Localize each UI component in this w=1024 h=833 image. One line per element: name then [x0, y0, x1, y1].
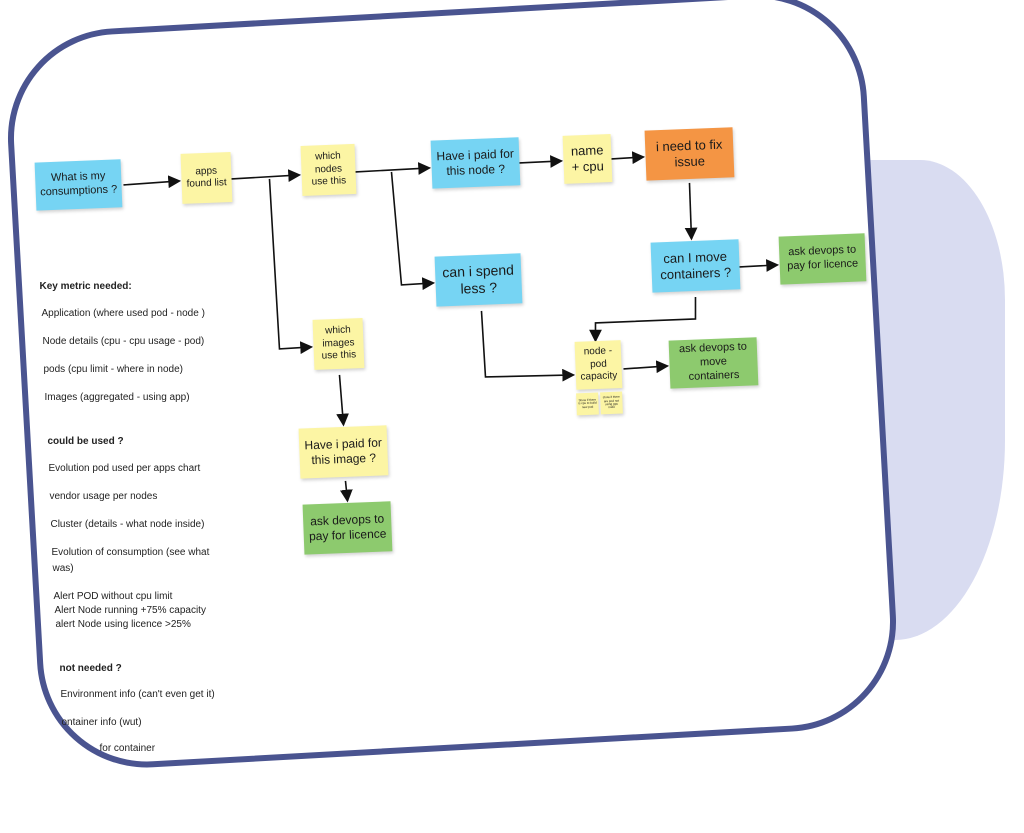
not-needed-item: for container: [99, 742, 156, 754]
note-ask-devops-move-containers[interactable]: ask devops to move containers: [669, 337, 759, 388]
board-clip: What is my consumptions ? apps found lis…: [0, 0, 1021, 776]
note-small-cpu-new-pod[interactable]: Show if there is cpu to build new pod: [576, 393, 599, 416]
arrow-paid-node-to-name-cpu: [519, 161, 561, 163]
note-node-pod-capacity[interactable]: node - pod capacity: [575, 340, 623, 390]
could-be-used-item: Alert POD without cpu limit: [53, 590, 173, 602]
board-content: What is my consumptions ? apps found lis…: [0, 0, 1021, 776]
could-be-used-item: Cluster (details - what node inside): [50, 518, 205, 530]
arrow-images-to-paid-image: [339, 375, 343, 425]
arrow-apps-to-images: [269, 179, 311, 349]
could-be-used-item: Evolution pod used per apps chart: [48, 462, 201, 474]
note-which-images-use-this[interactable]: which images use this: [313, 318, 365, 370]
key-metric-item: Application (where used pod - node ): [41, 307, 205, 319]
could-be-used-item: alert Node using licence >25%: [55, 618, 191, 630]
note-can-i-spend-less[interactable]: can i spend less ?: [435, 253, 523, 306]
arrow-nodes-to-spend-less: [391, 172, 433, 285]
could-be-used-item: vendor usage per nodes: [49, 490, 158, 502]
key-metric-heading: Key metric needed:: [39, 280, 132, 292]
not-needed-item: Environment info (can't even get it): [60, 688, 215, 700]
arrow-spend-less-to-node-pod: [481, 311, 573, 377]
not-needed-heading: not needed ?: [59, 662, 122, 674]
note-have-i-paid-for-this-node[interactable]: Have i paid for this node ?: [431, 137, 521, 188]
arrow-start-to-apps: [123, 181, 179, 185]
whiteboard-frame: What is my consumptions ? apps found lis…: [2, 0, 902, 774]
key-metric-item: Images (aggregated - using app): [44, 391, 190, 403]
arrow-name-cpu-to-fix: [611, 157, 643, 159]
note-i-need-to-fix-issue[interactable]: i need to fix issue: [645, 127, 735, 180]
note-what-is-my-consumption[interactable]: What is my consumptions ?: [35, 159, 123, 210]
note-name-cpu[interactable]: name + cpu: [563, 134, 613, 184]
arrow-nodes-to-paid-node: [355, 168, 429, 172]
could-be-used-item: was): [52, 562, 74, 574]
note-ask-devops-licence-node[interactable]: ask devops to pay for licence: [779, 233, 867, 284]
note-can-i-move-containers[interactable]: can I move containers ?: [651, 239, 741, 292]
could-be-used-item: Alert Node running +75% capacity: [54, 604, 206, 616]
note-which-nodes-use-this[interactable]: which nodes use this: [301, 144, 357, 196]
could-be-used-item: Evolution of consumption (see what: [51, 546, 210, 558]
arrow-apps-to-nodes: [231, 175, 299, 179]
not-needed-item: ontainer info (wut): [61, 716, 142, 728]
arrow-move-to-licence: [739, 265, 777, 267]
arrow-node-pod-to-ask-move: [623, 366, 667, 369]
could-be-used-heading: could be used ?: [47, 435, 124, 447]
flow-arrows: [0, 0, 1021, 776]
note-small-pod-not-using-node[interactable]: show if there are pod not using gpu node: [600, 392, 623, 415]
key-metric-item: pods (cpu limit - where in node): [43, 363, 183, 375]
arrow-fix-to-move: [689, 183, 691, 239]
key-metric-item: Node details (cpu - cpu usage - pod): [42, 335, 205, 347]
note-apps-found-list[interactable]: apps found list: [181, 152, 233, 204]
arrow-move-to-node-pod: [595, 297, 695, 341]
note-have-i-paid-for-this-image[interactable]: Have i paid for this image ?: [299, 425, 389, 478]
arrow-paid-image-to-licence: [345, 481, 347, 501]
note-ask-devops-licence-image[interactable]: ask devops to pay for licence: [303, 501, 393, 554]
